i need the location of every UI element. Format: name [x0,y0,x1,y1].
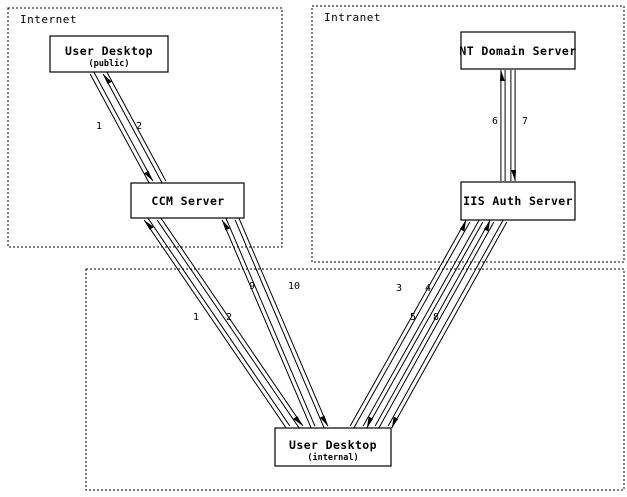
connection-c2 [102,71,167,184]
arrow-head-icon [511,170,517,181]
step-label-lbl-7: 7 [522,116,528,127]
step-label-lbl-8: 8 [433,312,439,323]
node-title-user-desktop-internal: User Desktop [289,438,377,452]
node-ccm-server[interactable]: CCM Server [130,182,245,219]
connection-c1 [89,71,154,184]
step-label-lbl-1-bottom: 1 [193,312,199,323]
arrow-head-icon [319,415,328,427]
node-title-user-desktop-public: User Desktop [65,44,153,58]
arrow-head-icon [483,219,491,232]
step-label-lbl-6: 6 [492,116,498,127]
arrow-head-icon [293,416,303,426]
step-label-lbl-9: 9 [249,281,255,292]
connection-c6 [234,217,329,429]
zone-boundary-internet [7,7,283,248]
zone-boundary-internal [85,268,625,491]
connection-rail [221,219,312,429]
connection-c8 [362,219,484,429]
connection-rail [378,221,495,429]
arrow-head-icon [103,73,112,85]
connection-c3 [143,217,291,429]
connection-rail [391,221,508,429]
connection-rail [160,217,304,427]
zone-internal [85,268,625,491]
connection-rail [102,73,163,184]
arrow-head-icon [391,416,399,429]
arrow-head-icon [144,170,153,182]
zone-intranet: Intranet [311,5,625,263]
connection-c7 [349,219,471,429]
connections-layer [89,70,517,429]
arrow-head-icon [499,70,505,81]
connection-c5 [221,217,316,429]
connection-rail [225,217,316,427]
arrow-head-icon [222,219,231,231]
connection-rail [353,221,471,429]
step-label-lbl-10: 10 [288,281,300,292]
node-title-iis-auth-server: IIS Auth Server [463,194,573,208]
connection-rail [89,73,150,184]
node-user-desktop-internal[interactable]: User Desktop(internal) [274,427,392,467]
arrow-head-icon [459,219,467,232]
connection-rail [106,71,167,182]
zone-internet: Internet [7,7,283,248]
node-iis-auth-server[interactable]: IIS Auth Server [460,181,576,221]
zone-boundaries-layer: Internet Intranet [7,5,625,491]
node-box-user-desktop-public[interactable] [49,35,169,73]
step-label-lbl-3: 3 [396,283,402,294]
connection-rail [374,219,491,427]
step-label-lbl-5: 5 [410,312,416,323]
connection-rail [238,217,329,427]
node-nt-domain-server[interactable]: NT Domain Server [459,31,576,70]
step-label-lbl-2-bottom: 2 [226,312,232,323]
connection-c12 [510,70,517,181]
arrow-head-icon [144,220,154,230]
node-box-user-desktop-internal[interactable] [274,427,392,467]
node-box-nt-domain-server[interactable] [460,31,576,70]
connection-rail [366,221,484,429]
connection-rail [387,219,504,427]
zone-boundary-intranet [311,5,625,263]
connection-c11 [499,70,506,181]
step-label-lbl-4: 4 [425,283,431,294]
step-label-lbl-1-top: 1 [96,121,102,132]
node-title-nt-domain-server: NT Domain Server [459,44,576,58]
connection-rail [147,217,291,427]
zone-label-internet: Internet [20,13,77,26]
connection-c9 [374,219,495,429]
connection-rail [93,71,154,182]
connection-rail [234,219,325,429]
step-labels-layer: 1 2 1 2 9 10 3 4 5 8 6 7 [96,116,528,323]
node-title-ccm-server: CCM Server [151,194,224,208]
zone-label-intranet: Intranet [324,11,381,24]
node-box-ccm-server[interactable] [130,182,245,219]
node-user-desktop-public[interactable]: User Desktop(public) [49,35,169,73]
node-subtitle-user-desktop-internal: (internal) [307,452,358,463]
connection-rail [349,219,467,427]
connection-rail [156,219,300,429]
connection-c4 [156,217,304,429]
node-box-iis-auth-server[interactable] [460,181,576,221]
arrow-head-icon [366,416,374,429]
step-label-lbl-2-top: 2 [136,121,142,132]
node-subtitle-user-desktop-public: (public) [89,58,130,69]
connection-c10 [387,219,508,429]
connection-rail [143,219,287,429]
connection-rail [362,219,480,427]
